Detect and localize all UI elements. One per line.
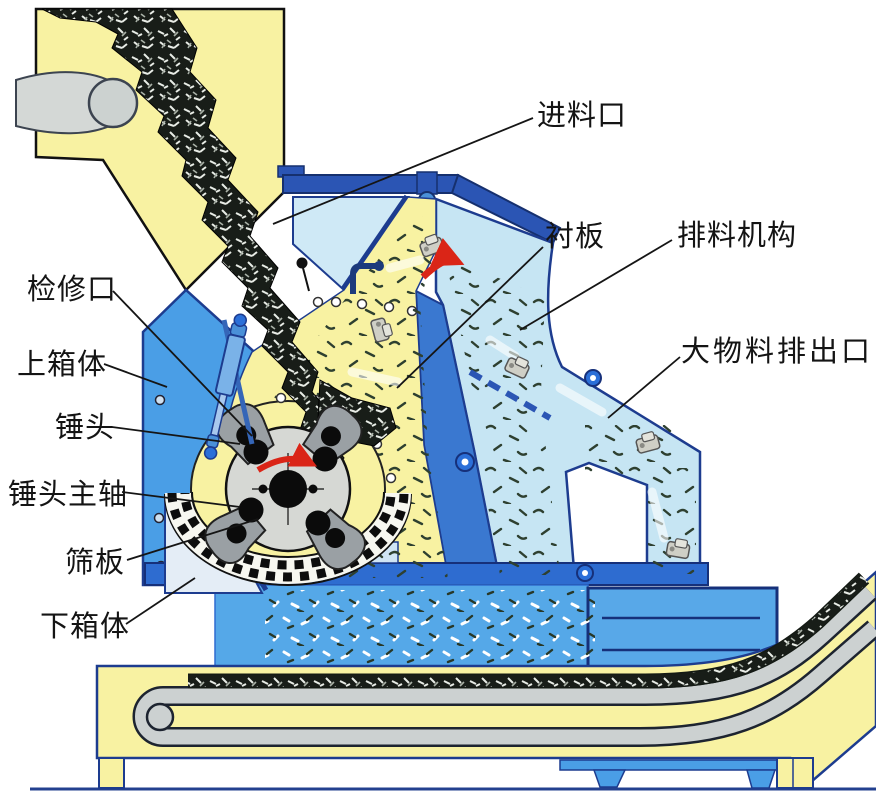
discharge-conveyor: [95, 570, 876, 790]
lower-hinge-bolt-center: [582, 570, 588, 576]
conveyor-roller: [145, 702, 175, 732]
hub-dot: [308, 484, 318, 494]
label-feed-inlet: 进料口: [537, 99, 627, 132]
callout-hammer-main-shaft: 锤头主轴: [8, 478, 241, 511]
callouts: 进料口 衬板 排料机构 大物料排出口 检修口 上箱体 锤头 锤头主轴: [8, 99, 873, 643]
label-large-material-outlet: 大物料排出口: [681, 335, 873, 368]
callout-liner-plate: 衬板: [396, 220, 605, 389]
callout-hammer-head: 锤头: [55, 411, 241, 445]
motion-streaks: [347, 255, 669, 543]
rotor-rotation-arrow-icon: [256, 442, 318, 473]
main-shaft-hub: [269, 470, 307, 508]
conveyor-rail: [559, 759, 814, 771]
pivot-bolt: [296, 257, 308, 269]
conveyor-leg-yellow: [776, 757, 814, 789]
conveyor-leg-left: [98, 757, 125, 789]
material-flow-arrow-icon: [420, 238, 465, 280]
callout-upper-casing: 上箱体: [17, 348, 168, 388]
rotor-assembly: [41, 8, 412, 586]
inspection-cylinder: [203, 313, 255, 460]
hammer-heads: [204, 403, 366, 571]
conveyor-belt: [135, 586, 876, 745]
callout-screen-plate: 筛板: [65, 518, 259, 579]
callout-inspection-port: 检修口: [27, 273, 253, 437]
callout-discharge-mechanism: 排料机构: [519, 219, 797, 331]
disc-holes: [238, 439, 338, 536]
callout-feed-inlet: 进料口: [272, 99, 627, 225]
feeder-roller: [87, 77, 139, 129]
label-inspection-port: 检修口: [27, 273, 117, 306]
label-hammer-main-shaft: 锤头主轴: [8, 478, 128, 511]
belt-material: [188, 573, 869, 687]
label-screen-plate: 筛板: [65, 546, 125, 579]
liner-pivot-bolt: [374, 261, 384, 271]
screen-plate-arc: [164, 491, 412, 586]
cap-hinge-block: [416, 171, 438, 195]
conveyor-leg-blue: [592, 769, 627, 788]
label-lower-casing: 下箱体: [40, 610, 130, 643]
hub-dot: [258, 484, 268, 494]
conveyor-leg-blue2: [746, 769, 777, 789]
label-upper-casing: 上箱体: [17, 348, 107, 381]
label-hammer-head: 锤头: [55, 411, 115, 444]
callout-large-material-outlet: 大物料排出口: [607, 335, 873, 419]
discharge-flap-gate: [468, 369, 552, 421]
bolt: [153, 512, 165, 524]
label-discharge-mechanism: 排料机构: [677, 219, 797, 252]
wedge-hinge-bolt-center: [461, 458, 469, 466]
chute-hinge-bolt-center: [590, 375, 596, 381]
crushed-material-spray: [265, 590, 595, 675]
pivot-stem: [302, 267, 310, 292]
large-material-bin: [586, 586, 779, 672]
label-liner-plate: 衬板: [545, 220, 605, 253]
callout-lower-casing: 下箱体: [40, 577, 196, 643]
liner-pivot-bracket: [350, 263, 377, 294]
bolt: [154, 394, 166, 406]
